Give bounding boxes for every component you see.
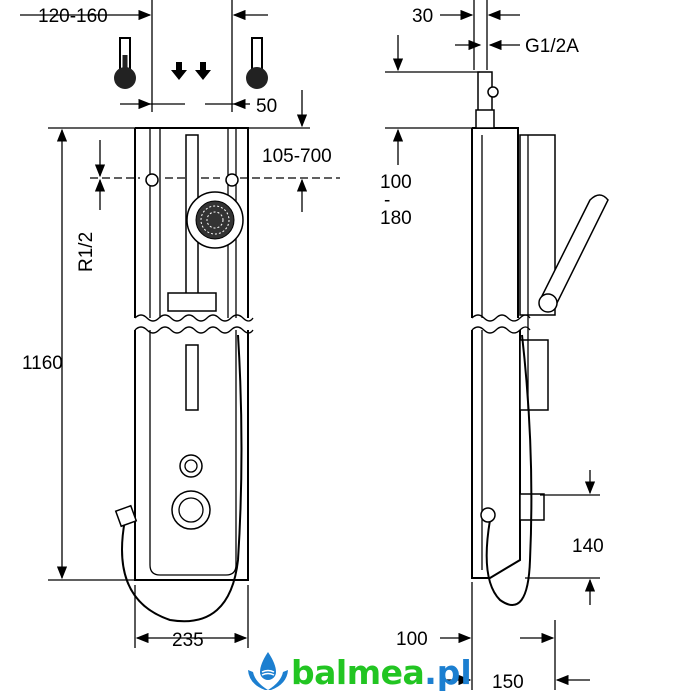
left-inlet bbox=[145, 173, 159, 187]
break-line bbox=[134, 326, 254, 334]
side-view: 30 G1/2A 100 - 180 140 100 150 bbox=[380, 0, 609, 693]
hand-shower bbox=[538, 194, 609, 306]
side-panel-outline bbox=[471, 127, 521, 579]
dim-outlet-spacing: 120-160 bbox=[38, 6, 108, 27]
slider-holder bbox=[167, 292, 217, 312]
dim-inlet-offset: 30 bbox=[412, 6, 433, 27]
cold-thermometer-icon bbox=[246, 37, 268, 89]
dim-thread: R1/2 bbox=[76, 232, 97, 272]
dim-width: 235 bbox=[172, 630, 204, 651]
water-drop-hands-icon bbox=[248, 652, 288, 690]
right-inlet bbox=[225, 173, 239, 187]
thermostat-knob bbox=[171, 490, 211, 530]
diverter-knob bbox=[179, 454, 203, 478]
panel-outline-lower bbox=[134, 330, 249, 581]
dim-depth-min: 100 bbox=[380, 172, 412, 193]
dim-hose-height: 140 bbox=[572, 536, 604, 557]
brand-logo: balmea.pl bbox=[245, 650, 472, 694]
dim-depth-max: 180 bbox=[380, 208, 412, 229]
hot-thermometer-icon bbox=[114, 37, 136, 89]
dim-offset: 50 bbox=[256, 96, 277, 117]
dim-height: 1160 bbox=[22, 353, 63, 374]
dim-connection: G1/2A bbox=[525, 36, 579, 57]
dim-vertical-range: 105-700 bbox=[262, 146, 332, 167]
flow-arrows-icon bbox=[171, 62, 211, 80]
hose bbox=[121, 334, 243, 623]
logo-brand-text: balmea bbox=[291, 652, 425, 692]
break-line bbox=[134, 314, 254, 322]
dim-range-separator: - bbox=[384, 190, 390, 211]
dim-total-depth: 150 bbox=[492, 672, 524, 693]
front-view: 120-160 50 105-700 R1/2 1160 235 bbox=[20, 0, 340, 651]
logo-tld-text: .pl bbox=[424, 652, 472, 692]
dim-base-depth: 100 bbox=[396, 629, 428, 650]
